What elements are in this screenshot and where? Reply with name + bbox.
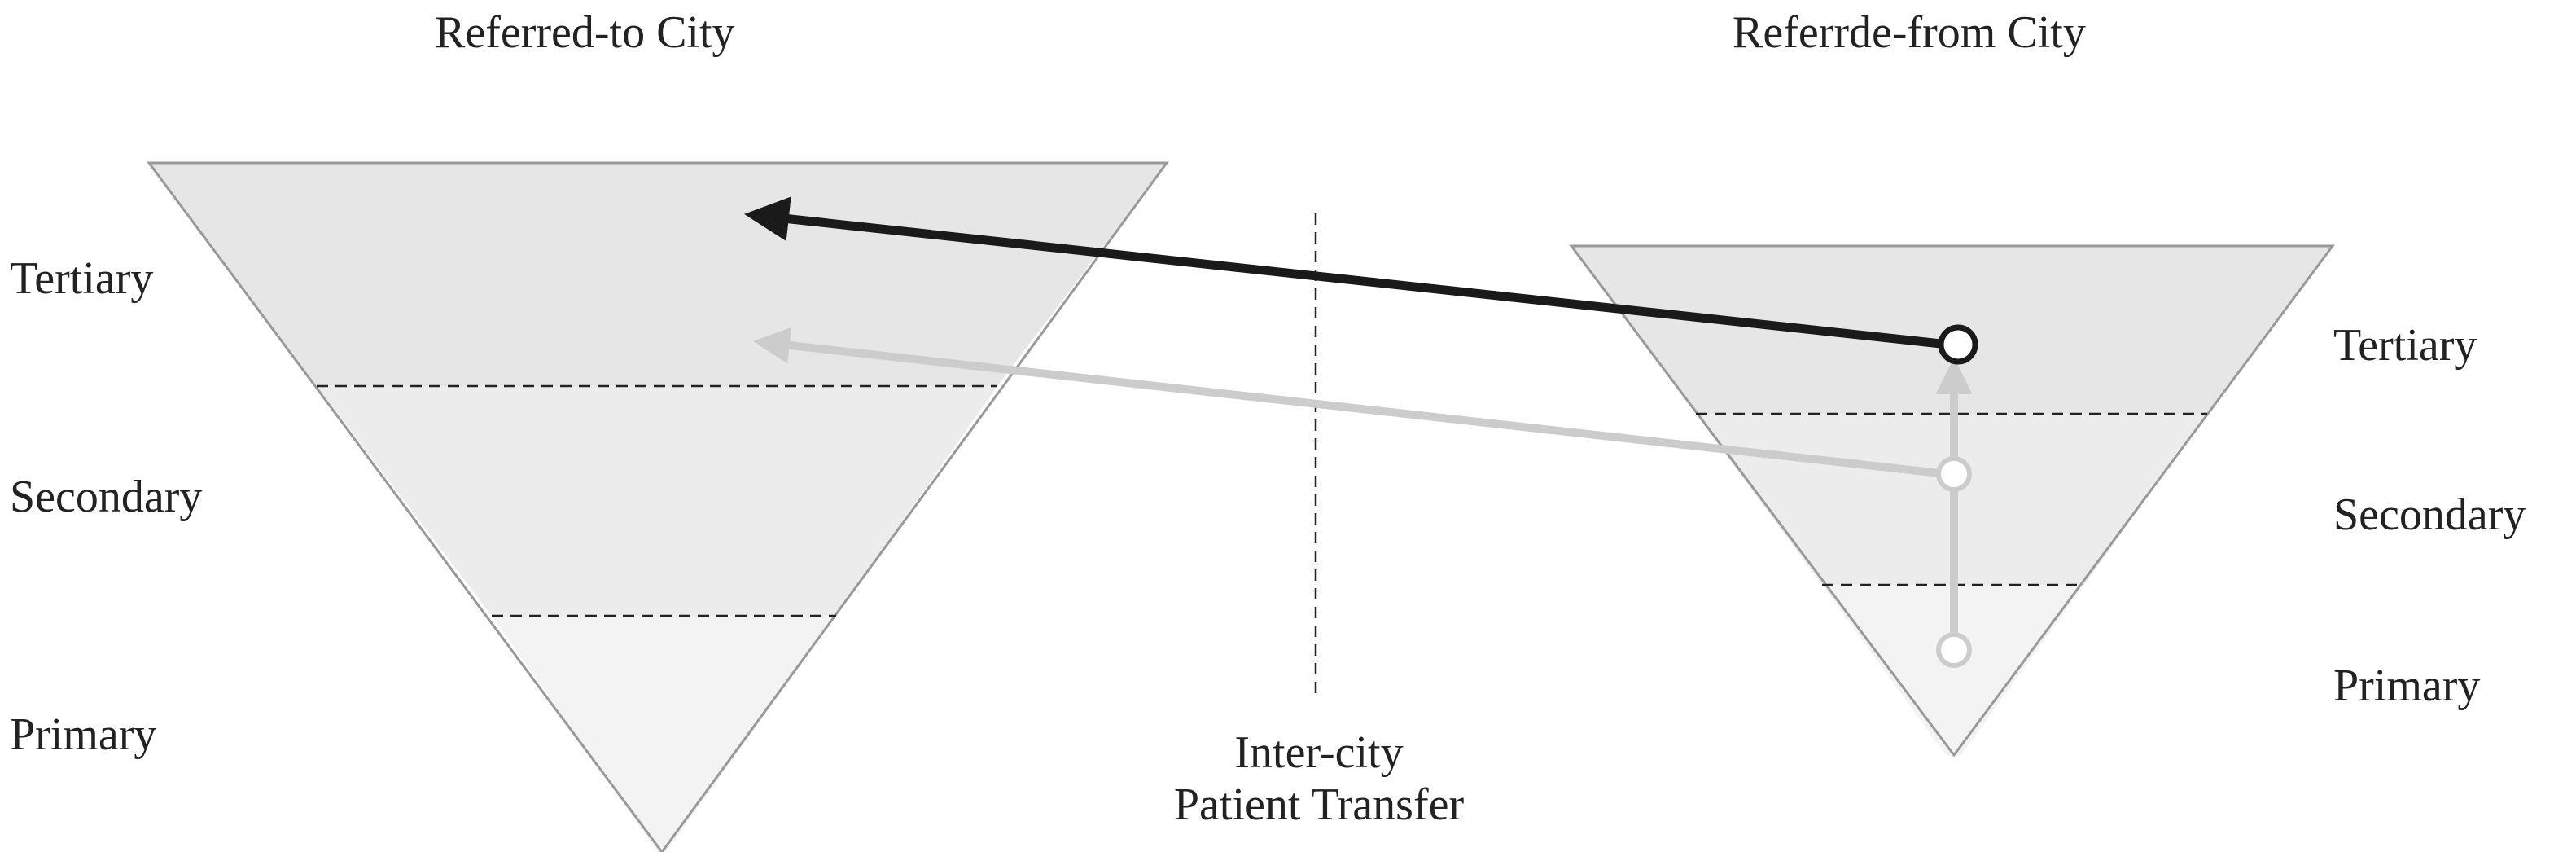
tertiary-transfer-arrow <box>744 196 1942 349</box>
secondary-transfer-arrow <box>753 327 1948 478</box>
left-secondary-band <box>317 386 997 616</box>
right-tertiary-node <box>1938 324 1978 365</box>
right-secondary-label: Secondary <box>2333 490 2526 540</box>
right-primary-node <box>1936 632 1972 668</box>
caption-line-2: Patient Transfer <box>1173 780 1465 830</box>
left-pyramid-outline <box>147 161 1169 852</box>
right-primary-band <box>1822 585 2084 755</box>
right-tertiary-label: Tertiary <box>2333 320 2477 371</box>
left-primary-label: Primary <box>10 709 157 760</box>
inter-city-transfer-caption: Inter-city Patient Transfer <box>1124 727 1514 831</box>
caption-line-1: Inter-city <box>1234 727 1404 778</box>
left-tertiary-band <box>149 163 1167 386</box>
left-secondary-label: Secondary <box>10 472 203 522</box>
left-tertiary-label: Tertiary <box>10 253 154 304</box>
referred-to-city-pyramid <box>147 161 1169 852</box>
right-pyramid-outline <box>1568 244 2335 758</box>
right-secondary-node <box>1936 456 1972 492</box>
right-primary-label: Primary <box>2333 661 2481 711</box>
referred-from-city-title: Referrde-from City <box>1733 7 2086 58</box>
left-primary-band <box>492 616 836 852</box>
referred-to-city-title: Referred-to City <box>435 7 735 58</box>
